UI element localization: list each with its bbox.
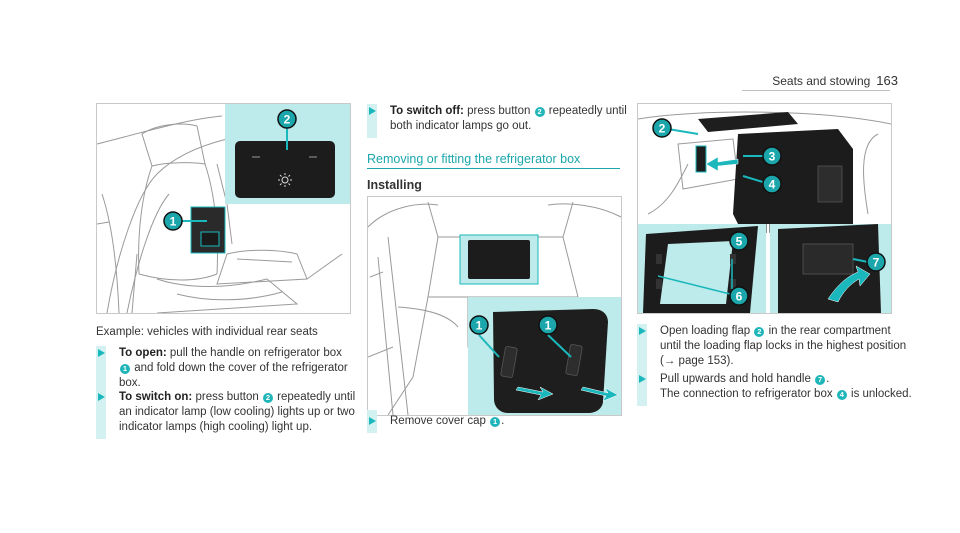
step-text: . — [826, 373, 830, 385]
seat-illustration: 2 1 — [97, 104, 350, 313]
figure-cover-cap: 1 1 — [367, 196, 622, 416]
step-text: press button — [195, 391, 259, 403]
callout-3-label: 3 — [769, 150, 776, 164]
step-to-open: To open: pull the handle on refrigerator… — [96, 346, 371, 395]
callout-7-label: 7 — [873, 256, 880, 270]
step-arrow-icon — [98, 393, 105, 401]
refrigerator-box-illustration: 2 3 4 5 6 7 — [638, 111, 891, 313]
step-bar — [96, 390, 106, 439]
section-name: Seats and stowing — [772, 74, 871, 88]
step-text: and fold down the cover of the refrigera… — [119, 362, 348, 389]
step-text: Pull upwards and hold handle — [660, 373, 811, 385]
callout-4-label: 4 — [769, 178, 776, 192]
step-text: The connection to refrigerator box — [660, 388, 833, 400]
step-text: press button — [467, 105, 531, 117]
item-badge: 4 — [836, 390, 847, 400]
step-bar — [637, 324, 647, 373]
item-badge: 2 — [754, 327, 765, 337]
subheading-installing: Installing — [367, 178, 422, 192]
step-arrow-icon — [639, 327, 646, 335]
item-badge: 1 — [120, 364, 130, 374]
item-badge: 2 — [534, 107, 545, 117]
section-title: Removing or fitting the refrigerator box — [367, 152, 581, 166]
step-remove-cover-cap: Remove cover cap 1. — [367, 410, 642, 433]
callout-1-label: 1 — [170, 215, 177, 229]
page-reference-link[interactable]: page 153). — [678, 355, 734, 367]
step-bar — [367, 104, 377, 138]
step-text: repeatedly until an indicator lamp (low … — [119, 391, 356, 433]
step-open-loading-flap: Open loading flap 2 in the rear compartm… — [637, 324, 912, 373]
step-text: Open loading flap — [660, 325, 751, 337]
step-to-switch-on: To switch on: press button 2 repeatedly … — [96, 390, 371, 439]
step-arrow-icon — [98, 349, 105, 357]
step-bar — [637, 372, 647, 406]
callout-6-label: 6 — [736, 290, 743, 304]
callout-2-label: 2 — [659, 122, 666, 136]
step-bar — [96, 346, 106, 395]
step-label: To open: — [119, 347, 167, 359]
page-number: 163 — [876, 73, 898, 88]
step-text: . — [501, 415, 505, 427]
header-rule — [742, 90, 890, 91]
page-header: Seats and stowing 163 — [772, 73, 898, 88]
step-arrow-icon — [369, 417, 376, 425]
page-ref-arrow-icon: → — [663, 355, 676, 367]
item-badge: 1 — [490, 417, 501, 427]
figure-refrigerator-controls: 2 1 — [96, 103, 351, 314]
step-label: To switch on: — [119, 391, 193, 403]
step-to-switch-off: To switch off: press button 2 repeatedly… — [367, 104, 642, 138]
figure-loading-flap: 2 3 4 5 6 7 — [637, 103, 892, 314]
callout-1b-label: 1 — [545, 319, 552, 333]
item-badge: 7 — [815, 375, 826, 385]
item-badge: 2 — [262, 393, 273, 403]
step-text: in the rear compartment until the loadin… — [660, 325, 907, 367]
callout-2-label: 2 — [284, 113, 291, 127]
step-text: repeatedly until both indicator lamps go… — [390, 105, 627, 132]
step-arrow-icon — [369, 107, 376, 115]
trunk-illustration: 1 1 — [368, 201, 621, 415]
section-rule — [367, 168, 620, 169]
callout-1a-label: 1 — [476, 319, 483, 333]
step-pull-handle: Pull upwards and hold handle 7. The conn… — [637, 372, 912, 406]
step-text: Remove cover cap — [390, 415, 486, 427]
figure-caption: Example: vehicles with individual rear s… — [96, 326, 318, 338]
step-text: pull the handle on refrigerator box — [169, 347, 342, 359]
step-label: To switch off: — [390, 105, 464, 117]
step-arrow-icon — [639, 375, 646, 383]
step-text: is unlocked. — [851, 388, 912, 400]
callout-5-label: 5 — [736, 235, 743, 249]
